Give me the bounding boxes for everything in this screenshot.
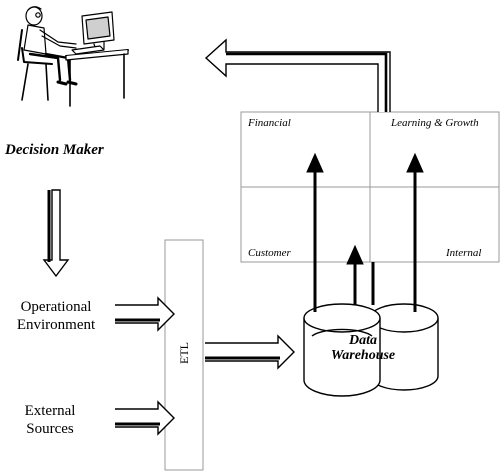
external-to-etl-arrow xyxy=(115,400,175,436)
warehouse-output-arrows xyxy=(306,152,424,312)
decision-maker-down-arrow xyxy=(42,189,70,278)
operational-to-etl-arrow xyxy=(115,296,175,332)
etl-box xyxy=(164,239,204,471)
data-warehouse-line1: Data xyxy=(349,333,377,348)
quadrant-learning-growth-label: Learning & Growth xyxy=(391,117,479,129)
operational-label-line2: Environment xyxy=(16,317,96,333)
balanced-scorecard-grid xyxy=(240,111,500,263)
person-at-computer-icon xyxy=(17,6,129,107)
external-label-line1: External xyxy=(24,403,76,419)
external-label-line2: Sources xyxy=(26,421,74,437)
external-sources-label: External Sources xyxy=(8,402,92,438)
data-warehouse-cylinder-icon xyxy=(303,303,439,397)
decision-maker-label: Decision Maker xyxy=(5,142,104,158)
data-warehouse-label: Data Warehouse xyxy=(318,333,408,364)
data-warehouse-line2: Warehouse xyxy=(330,348,396,364)
quadrant-financial-label: Financial xyxy=(248,117,291,129)
etl-to-warehouse-arrow xyxy=(205,334,295,370)
warehouse-arrow-shafts xyxy=(313,305,417,312)
quadrant-customer-label: Customer xyxy=(248,247,291,259)
feedback-arrow-to-decision-maker xyxy=(204,38,391,112)
quadrant-internal-label: Internal xyxy=(446,247,482,259)
etl-label: ETL xyxy=(177,342,191,364)
operational-environment-label: Operational Environment xyxy=(4,298,108,334)
operational-label-line1: Operational xyxy=(20,299,92,315)
